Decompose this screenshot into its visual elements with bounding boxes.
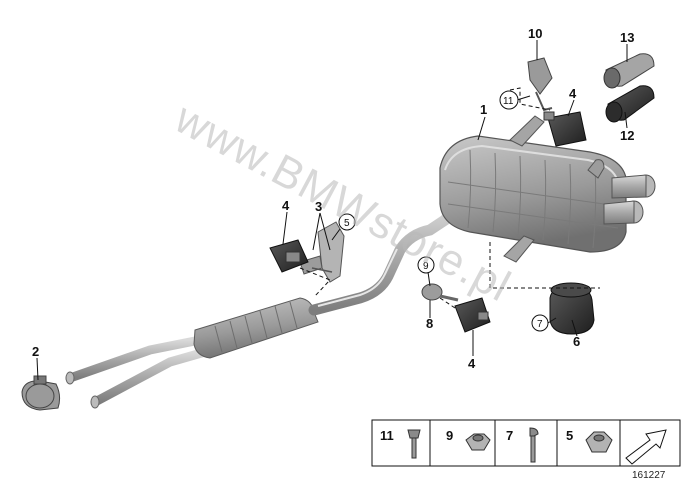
callout-10: 10 [528,26,542,41]
flange-nut-icon [585,431,613,453]
callout-13: 13 [620,30,634,45]
rubber-mount-right [543,111,587,147]
direction-arrow-icon [625,429,667,465]
diagram-number: 161227 [632,470,666,481]
callout-4-center: 4 [468,356,476,371]
exhaust-pipe-assembly [65,115,656,409]
svg-text:5: 5 [344,218,350,229]
circled-callout-11: 11 [499,90,519,110]
hex-nut-icon [465,433,491,451]
legend-strip: 11 9 7 5 [371,419,681,467]
callout-3: 3 [315,199,322,214]
middle-pipe [308,199,461,316]
legend-num-9: 9 [446,428,453,443]
tailpipe-trim-chrome [603,53,655,89]
rubber-bushing [549,282,595,335]
screw-icon [529,427,539,463]
callout-8: 8 [426,316,433,331]
callout-2: 2 [32,344,39,359]
silencer-bracket-top [509,115,545,147]
legend-num-5: 5 [566,428,573,443]
circled-callout-9: 9 [417,256,435,274]
dash-guides [299,87,600,309]
legend-num-11: 11 [380,428,394,443]
rubber-mount-center [454,297,491,333]
flap-actuator [587,159,605,179]
svg-text:7: 7 [537,319,543,330]
front-pipe-left [65,335,205,383]
callout-1: 1 [480,102,487,117]
center-resonator [193,297,319,359]
callout-6: 6 [573,334,580,349]
pipe-clamp [21,375,61,411]
circled-callout-7: 7 [531,314,549,332]
bolt-icon [407,429,421,459]
callout-4-left: 4 [282,198,290,213]
middle-pipe-highlight [317,248,398,307]
callout-12: 12 [620,128,634,143]
svg-text:11: 11 [503,96,514,107]
resonator-ribs [214,301,298,353]
legend-num-7: 7 [506,428,513,443]
silencer-bracket-bottom [503,235,535,263]
rear-silencer [439,115,656,263]
callout-4-right: 4 [569,86,577,101]
front-pipe-right [90,347,210,407]
tailpipe-trim-black [605,85,655,123]
center-bracket [299,221,345,283]
rear-hanger [527,57,553,112]
rubber-mount-left [269,239,309,273]
pipe-end-left [65,371,75,385]
pipe-end-right [90,395,100,409]
svg-text:9: 9 [423,261,429,272]
leader-lines [36,40,628,381]
damper-mount [421,283,459,302]
circled-callout-5: 5 [338,213,356,231]
